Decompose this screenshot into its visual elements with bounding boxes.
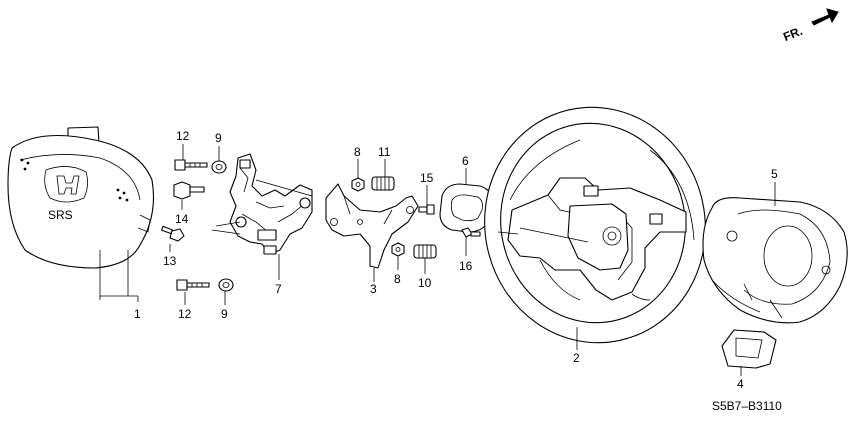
switch-bracket-assembly <box>211 153 313 255</box>
washer-upper <box>211 160 227 174</box>
spring-upper <box>371 176 395 191</box>
callout-2: 2 <box>573 351 580 365</box>
callout-8-upper: 8 <box>354 145 361 159</box>
front-direction-indicator: FR. <box>781 8 839 44</box>
stud-bolt <box>173 181 205 200</box>
nut-lower <box>391 242 405 257</box>
callout-numbers: 1 2 3 4 5 6 7 8 8 9 9 10 11 12 12 13 14 … <box>134 129 778 391</box>
callout-13: 13 <box>163 254 177 268</box>
callout-1: 1 <box>134 307 141 321</box>
bolt-lower <box>176 279 210 291</box>
front-arrow-icon <box>811 8 839 26</box>
callout-10: 10 <box>418 276 432 290</box>
spring-lower <box>413 244 437 259</box>
screw <box>161 225 185 242</box>
diagram-code: S5B7–B3110 <box>712 399 782 413</box>
srs-emblem: SRS <box>48 208 73 222</box>
callout-15: 15 <box>420 171 434 185</box>
callout-8-lower: 8 <box>394 272 401 286</box>
steering-wheel <box>484 106 706 344</box>
nut-upper <box>351 177 365 192</box>
rear-cover <box>702 197 848 324</box>
callout-16: 16 <box>459 259 473 273</box>
leader-lines <box>99 144 776 376</box>
callout-14: 14 <box>175 212 189 226</box>
callout-9-lower: 9 <box>221 307 228 321</box>
callout-7: 7 <box>275 282 282 296</box>
callout-3: 3 <box>370 282 377 296</box>
bracket-plate <box>325 183 419 269</box>
callout-12-lower: 12 <box>178 307 192 321</box>
callout-9-upper: 9 <box>215 131 222 145</box>
callout-6: 6 <box>462 154 469 168</box>
washer-lower <box>218 278 234 292</box>
cover-screw <box>461 227 481 238</box>
callout-11: 11 <box>378 145 391 159</box>
small-screw <box>418 204 435 215</box>
lower-cover <box>721 329 777 369</box>
direction-label: FR. <box>781 24 804 44</box>
callout-5: 5 <box>771 167 778 181</box>
callout-4: 4 <box>737 377 744 391</box>
airbag-module: SRS <box>7 126 155 269</box>
bolt-upper <box>174 159 208 171</box>
callout-12-upper: 12 <box>176 129 190 143</box>
